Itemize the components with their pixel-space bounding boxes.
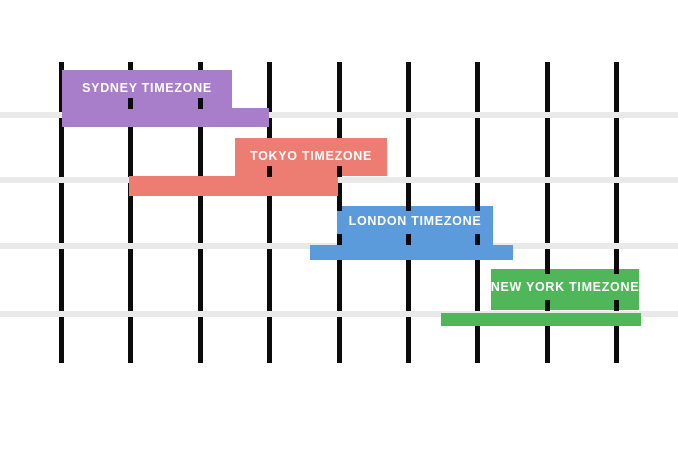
- tick-sydney-2: [198, 98, 203, 109]
- grid-vline-9: [614, 62, 619, 363]
- tick-poke-new-york-1: [545, 252, 550, 274]
- bar-label-new-york: NEW YORK TIMEZONE: [490, 280, 640, 294]
- tick-poke-london-2: [406, 197, 411, 211]
- bar-label-london: LONDON TIMEZONE: [348, 214, 482, 228]
- bar-sydney-strip[interactable]: [62, 108, 269, 127]
- tick-poke-london-1: [337, 197, 342, 211]
- tick-poke-london-3: [475, 197, 480, 211]
- tick-london-3: [475, 234, 480, 245]
- tick-sydney-1: [128, 98, 133, 109]
- bar-london-main[interactable]: [337, 206, 493, 245]
- grid-hline-4: [0, 311, 678, 317]
- bar-label-tokyo: TOKYO TIMEZONE: [249, 149, 373, 163]
- grid-vline-3: [198, 62, 203, 363]
- grid-vline-2: [128, 62, 133, 363]
- tick-new-york-2: [614, 300, 619, 311]
- tick-poke-new-york-2: [614, 252, 619, 274]
- bar-london-strip[interactable]: [310, 245, 513, 260]
- bar-tokyo-strip[interactable]: [129, 176, 338, 196]
- bar-new-york-strip[interactable]: [441, 313, 641, 326]
- grid-vline-4: [267, 62, 272, 363]
- bar-label-sydney: SYDNEY TIMEZONE: [82, 81, 212, 95]
- grid-vline-8: [545, 62, 550, 363]
- grid-vline-1: [59, 62, 64, 363]
- tick-london-1: [337, 234, 342, 245]
- tick-london-2: [406, 234, 411, 245]
- tick-tokyo-2: [337, 166, 342, 177]
- grid-hline-1: [0, 112, 678, 118]
- grid-hline-2: [0, 177, 678, 183]
- bar-tokyo-main[interactable]: [235, 138, 387, 176]
- tick-new-york-1: [545, 300, 550, 311]
- tick-tokyo-1: [267, 166, 272, 177]
